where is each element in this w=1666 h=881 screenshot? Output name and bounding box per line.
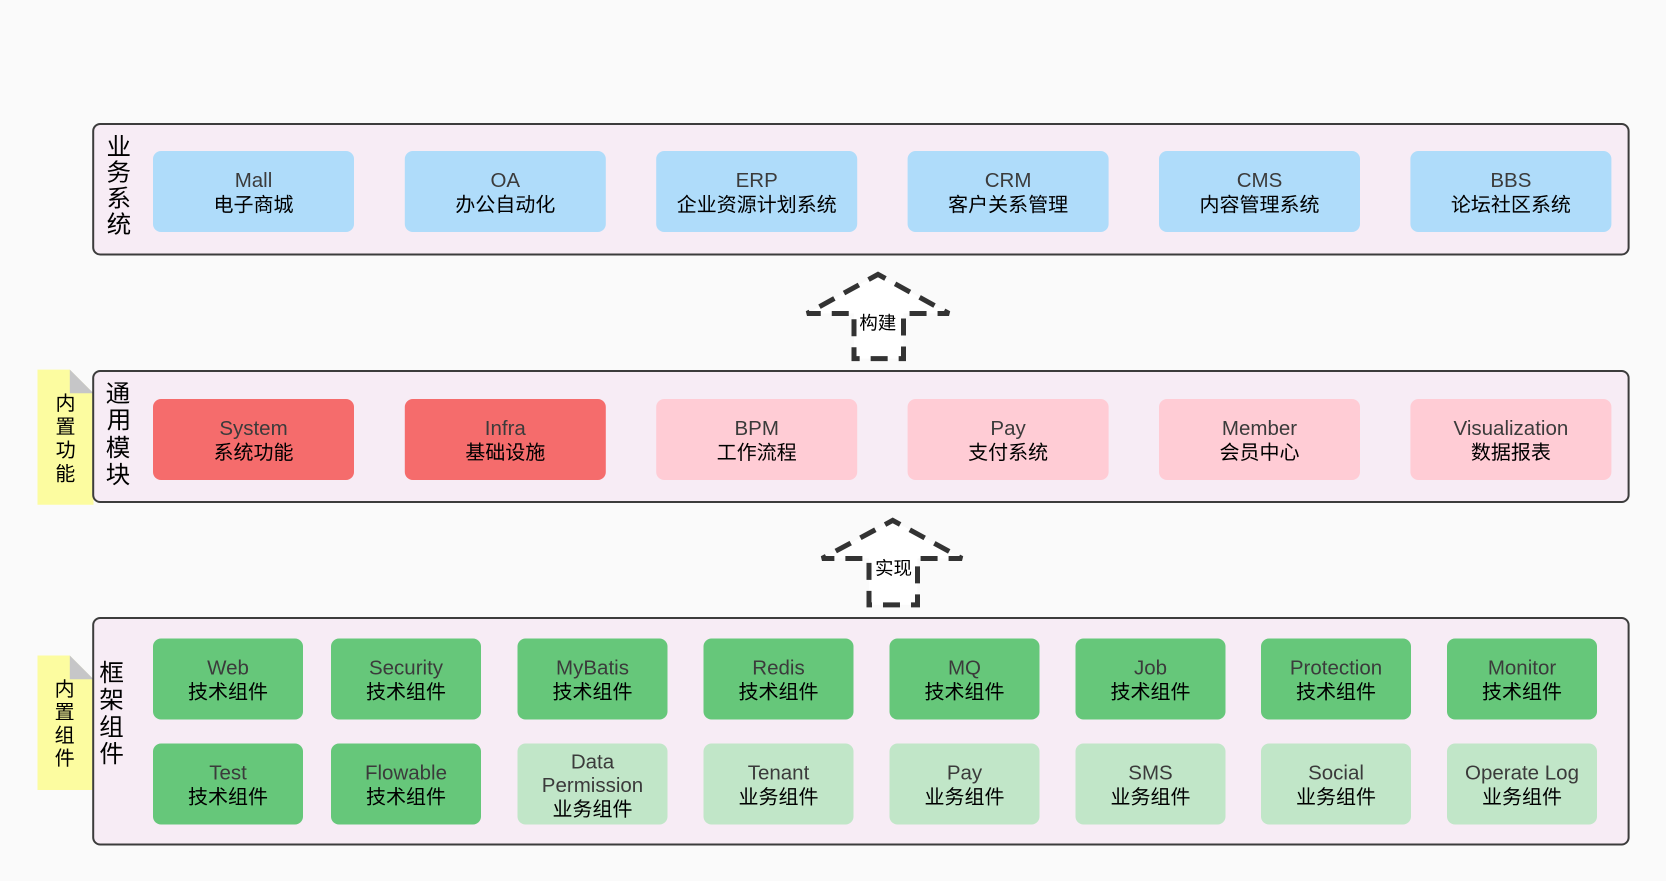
svg-text:MyBatis: MyBatis [556, 657, 629, 680]
svg-text:Visualization: Visualization [1454, 417, 1569, 440]
svg-text:SMS: SMS [1128, 762, 1172, 785]
svg-text:ERP: ERP [736, 169, 778, 192]
svg-text:OA: OA [490, 169, 520, 192]
svg-text:Tenant: Tenant [748, 762, 810, 785]
svg-text:Operate Log: Operate Log [1465, 762, 1579, 785]
svg-text:Pay: Pay [947, 762, 983, 785]
svg-text:CMS: CMS [1237, 169, 1283, 192]
svg-text:Flowable: Flowable [365, 762, 447, 785]
svg-text:Monitor: Monitor [1488, 657, 1557, 680]
svg-text:Protection: Protection [1290, 657, 1382, 680]
svg-text:Job: Job [1134, 657, 1167, 680]
svg-text:Data: Data [571, 751, 615, 774]
svg-text:CRM: CRM [985, 169, 1032, 192]
svg-text:Member: Member [1222, 417, 1297, 440]
svg-text:Pay: Pay [990, 417, 1026, 440]
svg-text:MQ: MQ [948, 657, 981, 680]
svg-text:Redis: Redis [752, 657, 804, 680]
svg-text:Infra: Infra [485, 417, 527, 440]
svg-text:Mall: Mall [235, 169, 273, 192]
svg-text:Security: Security [369, 657, 444, 680]
svg-text:Permission: Permission [542, 774, 643, 797]
svg-text:Test: Test [209, 762, 247, 785]
svg-text:BPM: BPM [734, 417, 778, 440]
svg-text:System: System [219, 417, 287, 440]
svg-text:Web: Web [207, 657, 249, 680]
svg-text:Social: Social [1308, 762, 1364, 785]
svg-text:BBS: BBS [1490, 169, 1531, 192]
